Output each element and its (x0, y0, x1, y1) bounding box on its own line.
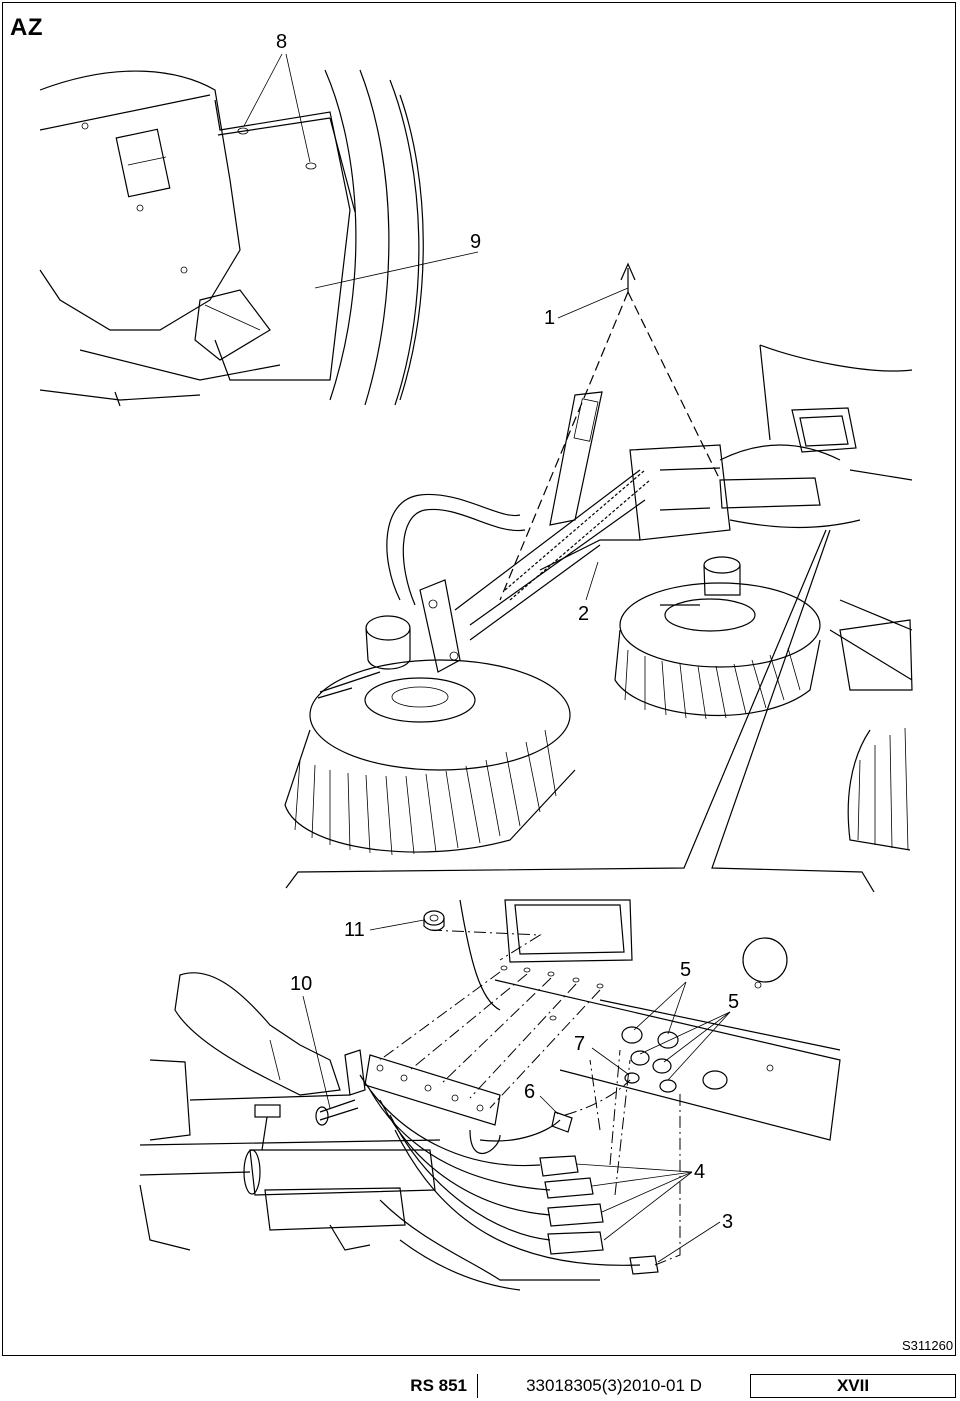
callout-5-right: 5 (728, 991, 739, 1013)
callout-1: 1 (544, 307, 555, 329)
nut-icon (423, 910, 445, 932)
callout-6: 6 (524, 1081, 535, 1103)
cab-interior-view (39, 69, 479, 407)
callout-11: 11 (344, 919, 365, 941)
side-broom-assembly (284, 344, 913, 856)
corner-title: AZ (10, 14, 43, 41)
page-number: XVII (750, 1374, 956, 1398)
model-label: RS 851 (2, 1374, 478, 1398)
footer-bar: RS 851 33018305(3)2010-01 D XVII (2, 1374, 956, 1398)
bolt-icon (315, 1099, 359, 1126)
drawing-id: S311260 (902, 1338, 953, 1353)
arrow-up-icon (620, 262, 636, 292)
callout-4: 4 (694, 1161, 705, 1183)
callout-8: 8 (276, 31, 287, 53)
callout-3: 3 (722, 1211, 733, 1233)
drawing-frame (2, 2, 956, 1356)
callout-5-left: 5 (680, 959, 691, 981)
hose-connection-detail (139, 899, 841, 1291)
document-number: 33018305(3)2010-01 D (526, 1376, 702, 1395)
callout-9: 9 (470, 231, 481, 253)
callout-7: 7 (574, 1033, 585, 1055)
callout-10: 10 (290, 973, 312, 995)
callout-2: 2 (578, 603, 589, 625)
